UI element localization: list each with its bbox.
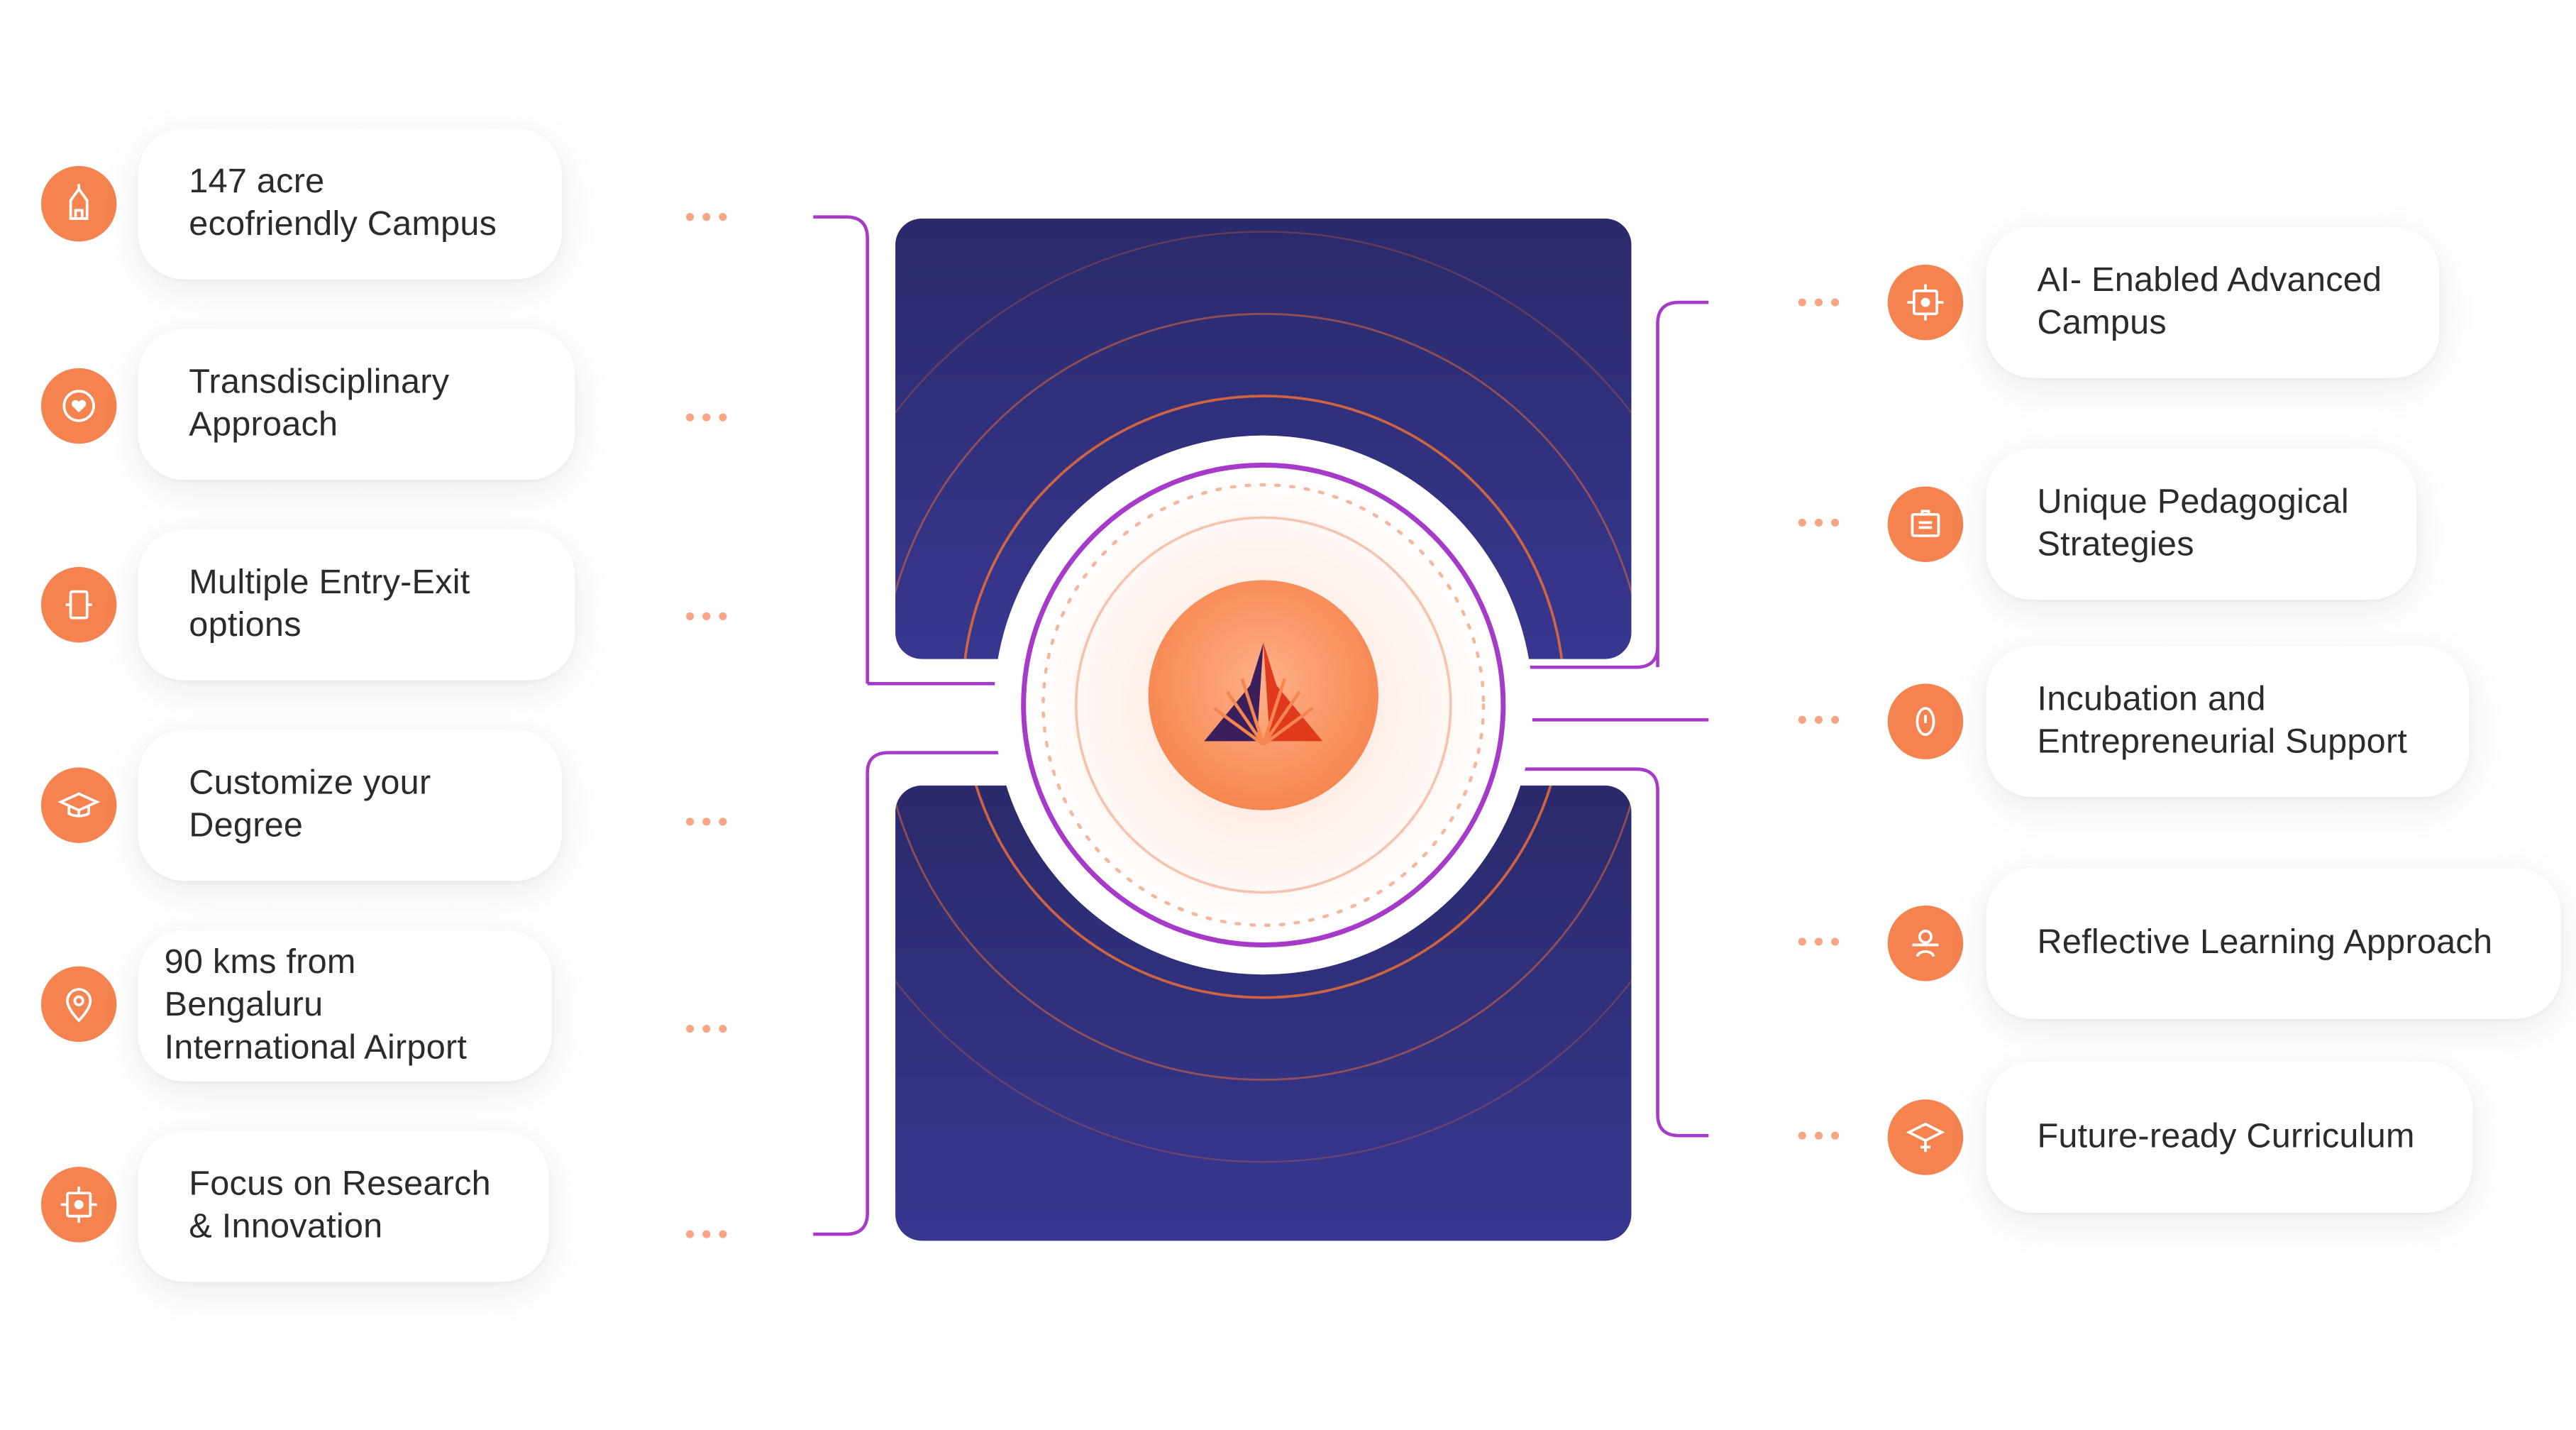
campus-building-icon: [40, 165, 117, 242]
feature-label: Incubation and Entrepreneurial Support: [2037, 680, 2408, 761]
feature-card: 90 kms from Bengaluru International Airp…: [138, 930, 553, 1082]
feature-label: Customize your Degree: [189, 764, 431, 845]
graduation-cap-icon: [40, 767, 117, 843]
feature-card: Incubation and Entrepreneurial Support: [1986, 646, 2470, 798]
feature-card: Unique Pedagogical Strategies: [1986, 449, 2417, 600]
logo-disc: [1148, 580, 1378, 810]
feature-label: Future-ready Curriculum: [2037, 1117, 2415, 1155]
door-icon: [40, 566, 117, 643]
bottom-panel-rings: [895, 785, 1632, 1163]
location-pin-icon: [40, 966, 117, 1043]
person-icon: [1887, 905, 1964, 981]
feature-label: Focus on Research & Innovation: [189, 1165, 491, 1246]
feature-label: Unique Pedagogical Strategies: [2037, 483, 2349, 564]
heart-circle-icon: [40, 368, 117, 444]
feature-label: AI- Enabled Advanced Campus: [2037, 261, 2382, 342]
feature-card: Future-ready Curriculum: [1986, 1061, 2473, 1213]
feature-card: Focus on Research & Innovation: [138, 1131, 549, 1282]
dots-left: [686, 213, 727, 1238]
feature-label: Transdisciplinary Approach: [189, 363, 450, 444]
feature-card: AI- Enabled Advanced Campus: [1986, 226, 2440, 378]
dots-right: [1798, 298, 1840, 1140]
feature-card: Reflective Learning Approach: [1986, 867, 2562, 1019]
rocket-icon: [1887, 683, 1964, 759]
central-emblem: [993, 435, 1533, 975]
feature-label: Reflective Learning Approach: [2037, 923, 2493, 962]
top-panel-rings: [895, 231, 1632, 659]
university-logo: [1204, 642, 1323, 746]
feature-card: Transdisciplinary Approach: [138, 329, 575, 480]
cap-arrow-icon: [1887, 1099, 1964, 1175]
feature-label: 147 acre ecofriendly Campus: [189, 163, 497, 243]
feature-label: Multiple Entry-Exit options: [189, 563, 470, 644]
feature-label: 90 kms from Bengaluru International Airp…: [164, 943, 468, 1067]
feature-card: Customize your Degree: [138, 730, 562, 881]
board-icon: [1887, 486, 1964, 562]
feature-card: Multiple Entry-Exit options: [138, 529, 575, 681]
feature-card: 147 acre ecofriendly Campus: [138, 128, 562, 280]
target-icon: [40, 1167, 117, 1243]
ai-chip-icon: [1887, 264, 1964, 341]
